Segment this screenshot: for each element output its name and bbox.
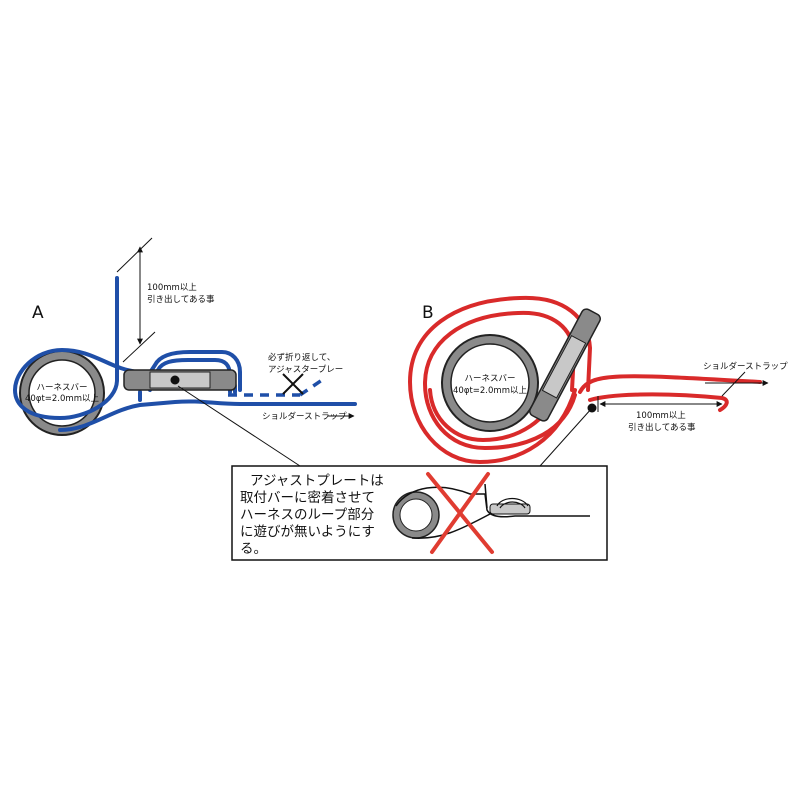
callout: アジャストプレートは 取付バーに密着させて ハーネスのループ部分 に遊びが無いよ… <box>177 385 608 561</box>
adjuster-plate-a <box>123 369 237 391</box>
dashed-strap-a <box>228 376 326 397</box>
bar-label-a-2: 40φt=2.0mm以上 <box>25 394 99 404</box>
pull-length-a-2: 引き出してある事 <box>147 294 215 305</box>
bar-label-a-1: ハーネスバー <box>36 383 87 393</box>
x-mark-callout <box>426 472 494 554</box>
fold-note-a-2: アジャスタープレー <box>268 365 343 375</box>
callout-line-1: アジャストプレートは <box>250 473 384 489</box>
pull-length-b-2: 引き出してある事 <box>628 422 696 433</box>
bar-label-b-2: 40φt=2.0mm以上 <box>453 386 527 396</box>
bar-label-b-1: ハーネスバー <box>464 374 515 384</box>
fold-note-a-1: 必ず折り返して、 <box>268 352 335 363</box>
pull-length-b-1: 100mm以上 <box>636 411 686 421</box>
callout-leader-a <box>177 385 301 467</box>
harness-bar-a <box>19 350 105 436</box>
diagram-b-label: B <box>422 303 434 323</box>
adjuster-plate-b <box>529 308 601 422</box>
diagram-a: A ハーネスバー 40φt=2.0mm以上 <box>12 237 357 436</box>
dimension-a <box>116 237 156 363</box>
strap-loop-b <box>407 295 762 465</box>
strap-label-b: ショルダーストラップ <box>703 361 788 372</box>
callout-leader-b <box>539 407 593 467</box>
callout-line-2: 取付バーに密着させて <box>240 489 375 506</box>
callout-line-5: る。 <box>240 541 267 557</box>
harness-bar-b <box>441 334 539 432</box>
pull-length-a-1: 100mm以上 <box>147 283 197 293</box>
wrong-example-sketch <box>392 483 590 539</box>
dimension-b <box>597 371 746 412</box>
callout-line-4: に遊びが無いようにす <box>240 524 375 540</box>
x-mark-a <box>282 373 304 395</box>
callout-line-3: ハーネスのループ部分 <box>240 507 374 523</box>
diagram-b: B ハーネスバー 40φt=2.0mm以上 ショルダーストラップ <box>407 295 788 465</box>
strap-label-a: ショルダーストラップ <box>262 411 347 422</box>
diagram-a-label: A <box>32 303 44 323</box>
